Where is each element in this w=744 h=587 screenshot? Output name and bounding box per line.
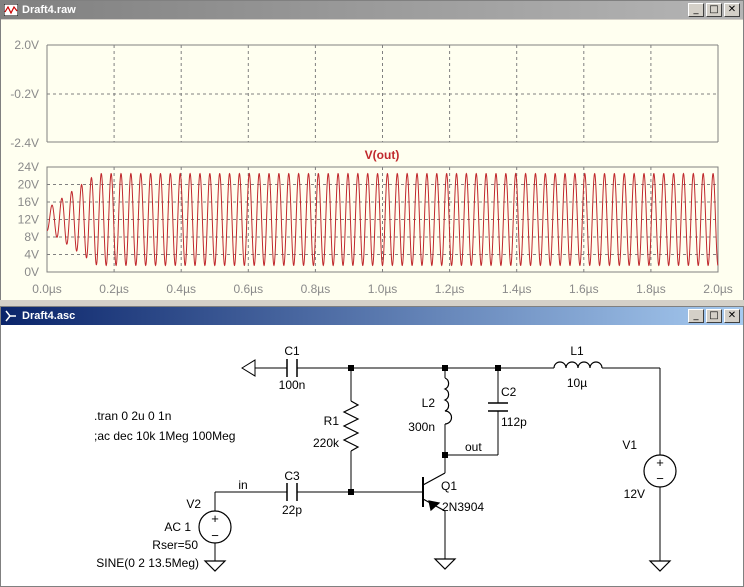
port-arrow-icon[interactable] bbox=[241, 359, 256, 377]
top-pane-tick: -2.4V bbox=[10, 136, 39, 150]
junction-dot bbox=[495, 365, 501, 371]
minimize-button[interactable]: _ bbox=[688, 309, 704, 323]
y-tick-label: 20V bbox=[18, 178, 39, 192]
resistor-r1-symbol[interactable] bbox=[342, 400, 360, 452]
x-tick-label: 0.4µs bbox=[166, 282, 196, 296]
waveform-plot[interactable]: 2.0V -0.2V -2.4V V(out) 24V 20V 16V 12V 8V 4V… bbox=[1, 20, 743, 300]
c3-name[interactable]: C3 bbox=[284, 469, 300, 483]
c1-value[interactable]: 100n bbox=[279, 378, 306, 392]
x-axis-ticks: 0.0µs 0.2µs 0.4µs 0.6µs 0.8µs 1.0µs 1.2µs 1.4µs… bbox=[32, 282, 733, 296]
schematic-icon[interactable] bbox=[4, 309, 18, 323]
voltage-source-v1-symbol[interactable]: + − bbox=[643, 454, 677, 488]
c2-name[interactable]: C2 bbox=[501, 385, 517, 399]
q1-value[interactable]: 2N3904 bbox=[442, 500, 484, 514]
y-tick-label: 4V bbox=[24, 248, 39, 262]
schematic-background bbox=[1, 325, 743, 586]
q1-name[interactable]: Q1 bbox=[441, 479, 457, 493]
trace-label[interactable]: V(out) bbox=[365, 148, 400, 162]
waveform-icon[interactable] bbox=[4, 3, 18, 17]
l1-name[interactable]: L1 bbox=[570, 344, 584, 358]
schematic-window-title: Draft4.asc bbox=[22, 310, 76, 322]
capacitor-c2-symbol[interactable] bbox=[488, 402, 508, 412]
capacitor-c3-symbol[interactable] bbox=[286, 483, 298, 501]
plus-icon: + bbox=[656, 455, 664, 470]
wires bbox=[214, 367, 661, 561]
v1-value[interactable]: 12V bbox=[624, 487, 645, 501]
ground-icon[interactable] bbox=[203, 560, 227, 572]
y-tick-label: 12V bbox=[18, 213, 39, 227]
x-tick-label: 1.0µs bbox=[368, 282, 398, 296]
schematic-window-titlebar[interactable]: Draft4.asc _ □ ✕ bbox=[1, 307, 743, 325]
v2-ac[interactable]: AC 1 bbox=[164, 520, 191, 534]
x-tick-label: 1.2µs bbox=[435, 282, 465, 296]
r1-value[interactable]: 220k bbox=[313, 436, 340, 450]
minus-icon: − bbox=[656, 471, 664, 486]
maximize-button[interactable]: □ bbox=[706, 3, 722, 17]
transistor-collector-leg bbox=[422, 472, 446, 486]
plot-window-title: Draft4.raw bbox=[22, 4, 76, 16]
emitter-arrow-icon bbox=[428, 500, 441, 512]
x-tick-label: 2.0µs bbox=[703, 282, 733, 296]
top-pane-tick: 2.0V bbox=[14, 38, 39, 52]
junction-dot bbox=[442, 452, 448, 458]
schematic-window: Draft4.asc _ □ ✕ bbox=[0, 306, 744, 587]
spice-directive-ac[interactable]: ;ac dec 10k 1Meg 100Meg bbox=[94, 429, 235, 443]
minus-icon: − bbox=[211, 528, 219, 543]
plot-window: Draft4.raw _ □ ✕ 2.0V -0.2V -2.4V V(out)… bbox=[0, 0, 744, 300]
top-pane-vgrid bbox=[113, 45, 652, 142]
x-tick-label: 1.8µs bbox=[636, 282, 666, 296]
y-tick-label: 8V bbox=[24, 230, 39, 244]
close-button[interactable]: ✕ bbox=[724, 3, 740, 17]
voltage-source-v2-symbol[interactable]: + − bbox=[198, 510, 232, 544]
plot-window-titlebar[interactable]: Draft4.raw _ □ ✕ bbox=[1, 1, 743, 19]
minimize-button[interactable]: _ bbox=[688, 3, 704, 17]
junction-dot bbox=[348, 489, 354, 495]
v1-name[interactable]: V1 bbox=[622, 438, 637, 452]
net-label-out[interactable]: out bbox=[465, 440, 482, 454]
schematic-canvas[interactable]: C1 100n R1 220k L2 300n C2 112p out L1 1… bbox=[1, 325, 743, 586]
plus-icon: + bbox=[211, 511, 219, 526]
v2-name[interactable]: V2 bbox=[186, 497, 201, 511]
x-tick-label: 0.8µs bbox=[301, 282, 331, 296]
y-axis-ticks: 24V 20V 16V 12V 8V 4V 0V bbox=[18, 160, 39, 279]
c3-value[interactable]: 22p bbox=[282, 503, 302, 517]
net-label-in[interactable]: in bbox=[238, 478, 247, 492]
inductor-l1-symbol[interactable] bbox=[553, 361, 603, 369]
l2-name[interactable]: L2 bbox=[422, 396, 436, 410]
source-circle bbox=[643, 454, 677, 488]
x-tick-label: 0.6µs bbox=[233, 282, 263, 296]
ground-icon[interactable] bbox=[433, 558, 457, 570]
l1-value[interactable]: 10µ bbox=[567, 376, 587, 390]
y-tick-label: 0V bbox=[24, 265, 39, 279]
v-out-trace bbox=[46, 172, 719, 267]
c1-name[interactable]: C1 bbox=[284, 344, 300, 358]
top-pane: 2.0V -0.2V -2.4V bbox=[10, 38, 719, 150]
spice-directive-tran[interactable]: .tran 0 2u 0 1n bbox=[94, 409, 171, 423]
transistor-q1-symbol[interactable] bbox=[422, 472, 446, 512]
x-tick-label: 1.6µs bbox=[569, 282, 599, 296]
ground-icon[interactable] bbox=[648, 560, 672, 572]
v2-rser[interactable]: Rser=50 bbox=[152, 538, 198, 552]
junction-dot bbox=[442, 365, 448, 371]
x-tick-label: 1.4µs bbox=[502, 282, 532, 296]
grounds bbox=[203, 558, 672, 572]
x-tick-label: 0.0µs bbox=[32, 282, 62, 296]
close-button[interactable]: ✕ bbox=[724, 309, 740, 323]
inductor-l2-symbol[interactable] bbox=[443, 377, 453, 425]
l2-value[interactable]: 300n bbox=[408, 420, 435, 434]
capacitor-c1-symbol[interactable] bbox=[286, 359, 298, 377]
y-tick-label: 16V bbox=[18, 195, 39, 209]
c2-value[interactable]: 112p bbox=[501, 415, 527, 429]
y-tick-label: 24V bbox=[18, 160, 39, 174]
source-circle bbox=[198, 510, 232, 544]
junction-dot bbox=[348, 365, 354, 371]
v2-sine[interactable]: SINE(0 2 13.5Meg) bbox=[96, 556, 199, 570]
junctions bbox=[348, 365, 501, 495]
top-pane-tick: -0.2V bbox=[10, 87, 39, 101]
maximize-button[interactable]: □ bbox=[706, 309, 722, 323]
r1-name[interactable]: R1 bbox=[324, 414, 340, 428]
x-tick-label: 0.2µs bbox=[99, 282, 129, 296]
